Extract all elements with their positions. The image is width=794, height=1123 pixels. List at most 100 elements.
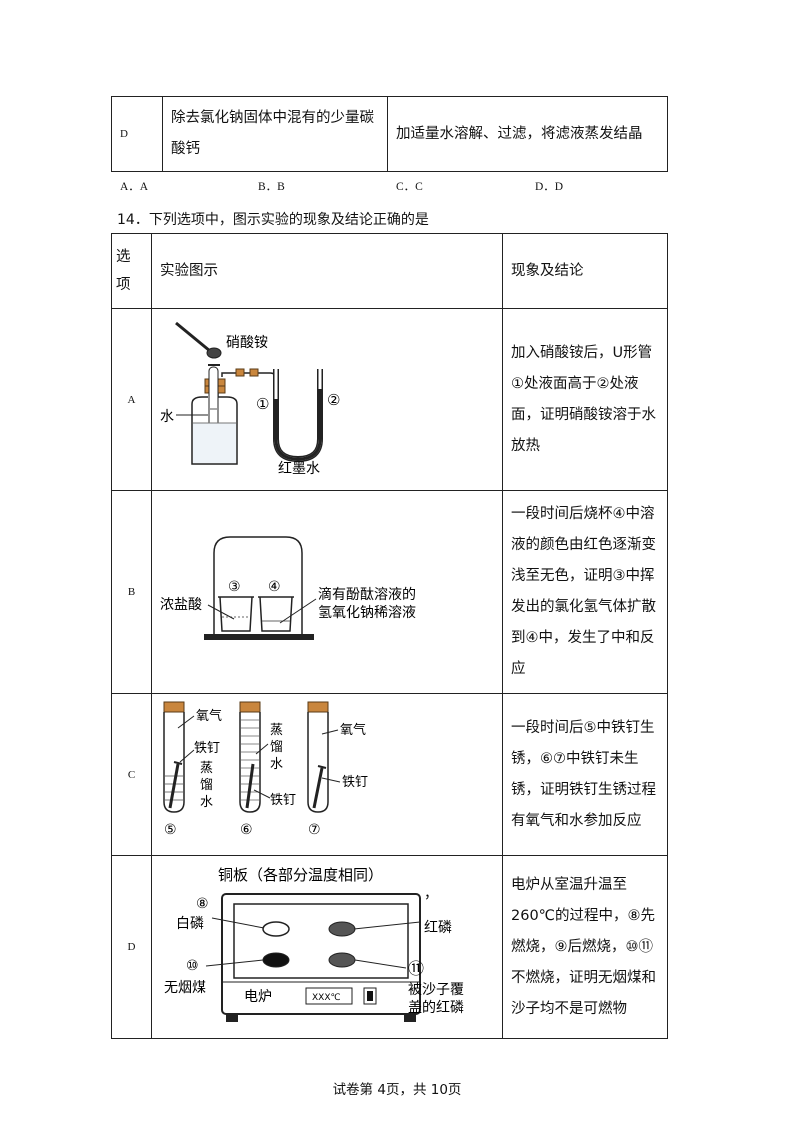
header-figure: 实验图示 bbox=[160, 262, 218, 279]
q13-task-cell: 除去氯化钠固体中混有的少量碳酸钙 bbox=[162, 96, 388, 172]
label-nail-6: 铁钉 bbox=[270, 793, 296, 808]
water bbox=[193, 423, 236, 463]
row-c-conclusion-cell: 一段时间后⑤中铁钉生锈，⑥⑦中铁钉未生锈，证明铁钉生锈过程有氧气和水参加反应 bbox=[502, 693, 668, 856]
stopper-7 bbox=[307, 701, 329, 713]
label-sand-2: 盖的红磷 bbox=[408, 1000, 464, 1016]
label-nail-7: 铁钉 bbox=[342, 775, 368, 790]
row-a-option: A bbox=[127, 393, 136, 406]
nail-6 bbox=[245, 763, 255, 809]
q13-method-text: 加适量水溶解、过滤，将滤液蒸发结晶 bbox=[396, 125, 643, 142]
choice-d: D．D bbox=[535, 181, 564, 193]
label-dw2-5: 馏 bbox=[200, 778, 213, 793]
label-mark8: ⑧ bbox=[196, 896, 209, 912]
header-option: 选项 bbox=[116, 249, 131, 293]
row-a-figure-cell: 硝酸铵 水 ① bbox=[151, 308, 503, 491]
nail-5 bbox=[168, 763, 180, 809]
spoon-bowl bbox=[206, 347, 222, 359]
label-mark2: ② bbox=[327, 391, 340, 409]
label-mark6: ⑥ bbox=[240, 822, 253, 838]
header-option-cell: 选项 bbox=[111, 233, 152, 309]
label-mark4: ④ bbox=[268, 579, 281, 595]
row-b-option: B bbox=[127, 586, 136, 598]
label-dw1-5: 蒸 bbox=[200, 761, 213, 776]
label-oxygen-7: 氧气 bbox=[340, 722, 366, 738]
q13-option: D bbox=[120, 128, 128, 140]
label-stove: 电炉 bbox=[244, 989, 272, 1005]
row-c-conclusion: 一段时间后⑤中铁钉生锈，⑥⑦中铁钉未生锈，证明铁钉生锈过程有氧气和水参加反应 bbox=[511, 719, 656, 829]
label-dw1-6: 蒸 bbox=[270, 723, 283, 738]
copper-plate bbox=[233, 903, 409, 979]
label-white-p: 白磷 bbox=[176, 916, 204, 932]
label-dw2-6: 馏 bbox=[270, 740, 283, 755]
figure-d: 铜板（各部分温度相同） ， ⑧ 白磷 红磷 ⑩ 无烟煤 ⑪ bbox=[164, 866, 464, 1022]
stopper-6 bbox=[239, 701, 261, 713]
row-c-option-cell: C bbox=[111, 693, 152, 856]
row-d-conclusion-cell: 电炉从室温升温至260℃的过程中，⑧先燃烧，⑨后燃烧，⑩⑪不燃烧，证明无烟煤和沙… bbox=[502, 855, 668, 1039]
q13-choices: A．A B．B C．C D．D bbox=[120, 178, 680, 196]
choice-b: B．B bbox=[258, 181, 285, 193]
label-plate: 铜板（各部分温度相同） bbox=[218, 866, 383, 884]
label-coal: 无烟煤 bbox=[164, 980, 206, 996]
q14-stem: 14．下列选项中，图示实验的现象及结论正确的是 bbox=[117, 212, 429, 228]
tube-7 bbox=[307, 712, 329, 813]
row-b-conclusion: 一段时间后烧杯④中溶液的颜色由红色逐渐变浅至无色，证明③中挥发出的氯化氢气体扩散… bbox=[511, 506, 656, 677]
row-a-conclusion-cell: 加入硝酸铵后，U形管①处液面高于②处液面，证明硝酸铵溶于水放热 bbox=[502, 308, 668, 491]
label-water: 水 bbox=[160, 409, 174, 425]
figure-b: ③ ④ 浓盐酸 滴有酚酞溶液的 氢氧化钠稀溶液 bbox=[160, 536, 416, 640]
beaker-3 bbox=[219, 596, 253, 632]
tube-5 bbox=[163, 712, 185, 813]
label-mark11: ⑪ bbox=[408, 959, 424, 978]
stopper-5 bbox=[163, 701, 185, 713]
header-conclusion: 现象及结论 bbox=[511, 262, 584, 279]
label-solution-2: 氢氧化钠稀溶液 bbox=[318, 605, 416, 621]
temp-display bbox=[305, 987, 353, 1005]
label-sand-1: 被沙子覆 bbox=[408, 982, 464, 998]
white-phosphorus bbox=[262, 921, 290, 937]
label-mark1: ① bbox=[256, 395, 269, 413]
row-d-conclusion: 电炉从室温升温至260℃的过程中，⑧先燃烧，⑨后燃烧，⑩⑪不燃烧，证明无烟煤和沙… bbox=[511, 876, 656, 1017]
label-nail-5: 铁钉 bbox=[194, 741, 220, 756]
row-b-figure-cell: ③ ④ 浓盐酸 滴有酚酞溶液的 氢氧化钠稀溶液 bbox=[151, 490, 503, 694]
tube-6 bbox=[239, 712, 261, 813]
label-oxygen-5: 氧气 bbox=[196, 708, 222, 724]
u-tube bbox=[273, 369, 323, 463]
q14-table: 选项 实验图示 现象及结论 A 硝酸铵 bbox=[111, 233, 668, 1039]
row-b-option-cell: B bbox=[111, 490, 152, 694]
label-red-p: 红磷 bbox=[424, 920, 452, 936]
bell-jar bbox=[213, 536, 303, 636]
q13-task-text: 除去氯化钠固体中混有的少量碳酸钙 bbox=[171, 110, 374, 157]
row-b-conclusion-cell: 一段时间后烧杯④中溶液的颜色由红色逐渐变浅至无色，证明③中挥发出的氯化氢气体扩散… bbox=[502, 490, 668, 694]
row-c-figure-cell: 氧气 铁钉 蒸 馏 水 ⑤ 蒸 馏 水 铁钉 ⑥ bbox=[151, 693, 503, 856]
header-figure-cell: 实验图示 bbox=[151, 233, 503, 309]
base-plate bbox=[204, 634, 314, 640]
label-mark3: ③ bbox=[228, 579, 241, 595]
label-mark9: ， bbox=[424, 886, 438, 902]
label-mark5: ⑤ bbox=[164, 822, 177, 838]
beaker-4 bbox=[259, 596, 293, 632]
label-mark7: ⑦ bbox=[308, 822, 321, 838]
row-d-figure-cell: 铜板（各部分温度相同） ， ⑧ 白磷 红磷 ⑩ 无烟煤 ⑪ bbox=[151, 855, 503, 1039]
anthracite bbox=[262, 952, 290, 968]
row-d-option: D bbox=[127, 941, 136, 953]
q13-option-cell: D bbox=[111, 96, 163, 172]
choice-c: C．C bbox=[396, 181, 423, 193]
row-a-conclusion: 加入硝酸铵后，U形管①处液面高于②处液面，证明硝酸铵溶于水放热 bbox=[511, 344, 656, 454]
label-display: XXX℃ bbox=[312, 993, 341, 1003]
q13-method-cell: 加适量水溶解、过滤，将滤液蒸发结晶 bbox=[387, 96, 668, 172]
page-footer: 试卷第 4页，共 10页 bbox=[332, 1082, 462, 1098]
label-reagent: 硝酸铵 bbox=[226, 335, 268, 351]
row-a-option-cell: A bbox=[111, 308, 152, 491]
choice-a: A．A bbox=[120, 181, 149, 193]
label-solution-1: 滴有酚酞溶液的 bbox=[318, 586, 416, 603]
sand-red-phosphorus bbox=[328, 952, 356, 968]
label-ink: 红墨水 bbox=[278, 461, 320, 477]
figure-a: 硝酸铵 水 ① bbox=[160, 321, 340, 477]
spoon-handle bbox=[175, 321, 211, 353]
q13-table: D 除去氯化钠固体中混有的少量碳酸钙 加适量水溶解、过滤，将滤液蒸发结晶 bbox=[111, 96, 668, 172]
row-d-option-cell: D bbox=[111, 855, 152, 1039]
nail-7 bbox=[312, 767, 324, 809]
red-phosphorus bbox=[328, 921, 356, 937]
header-conclusion-cell: 现象及结论 bbox=[502, 233, 668, 309]
label-dw3-5: 水 bbox=[200, 795, 213, 810]
figure-c: 氧气 铁钉 蒸 馏 水 ⑤ 蒸 馏 水 铁钉 ⑥ bbox=[163, 701, 368, 838]
